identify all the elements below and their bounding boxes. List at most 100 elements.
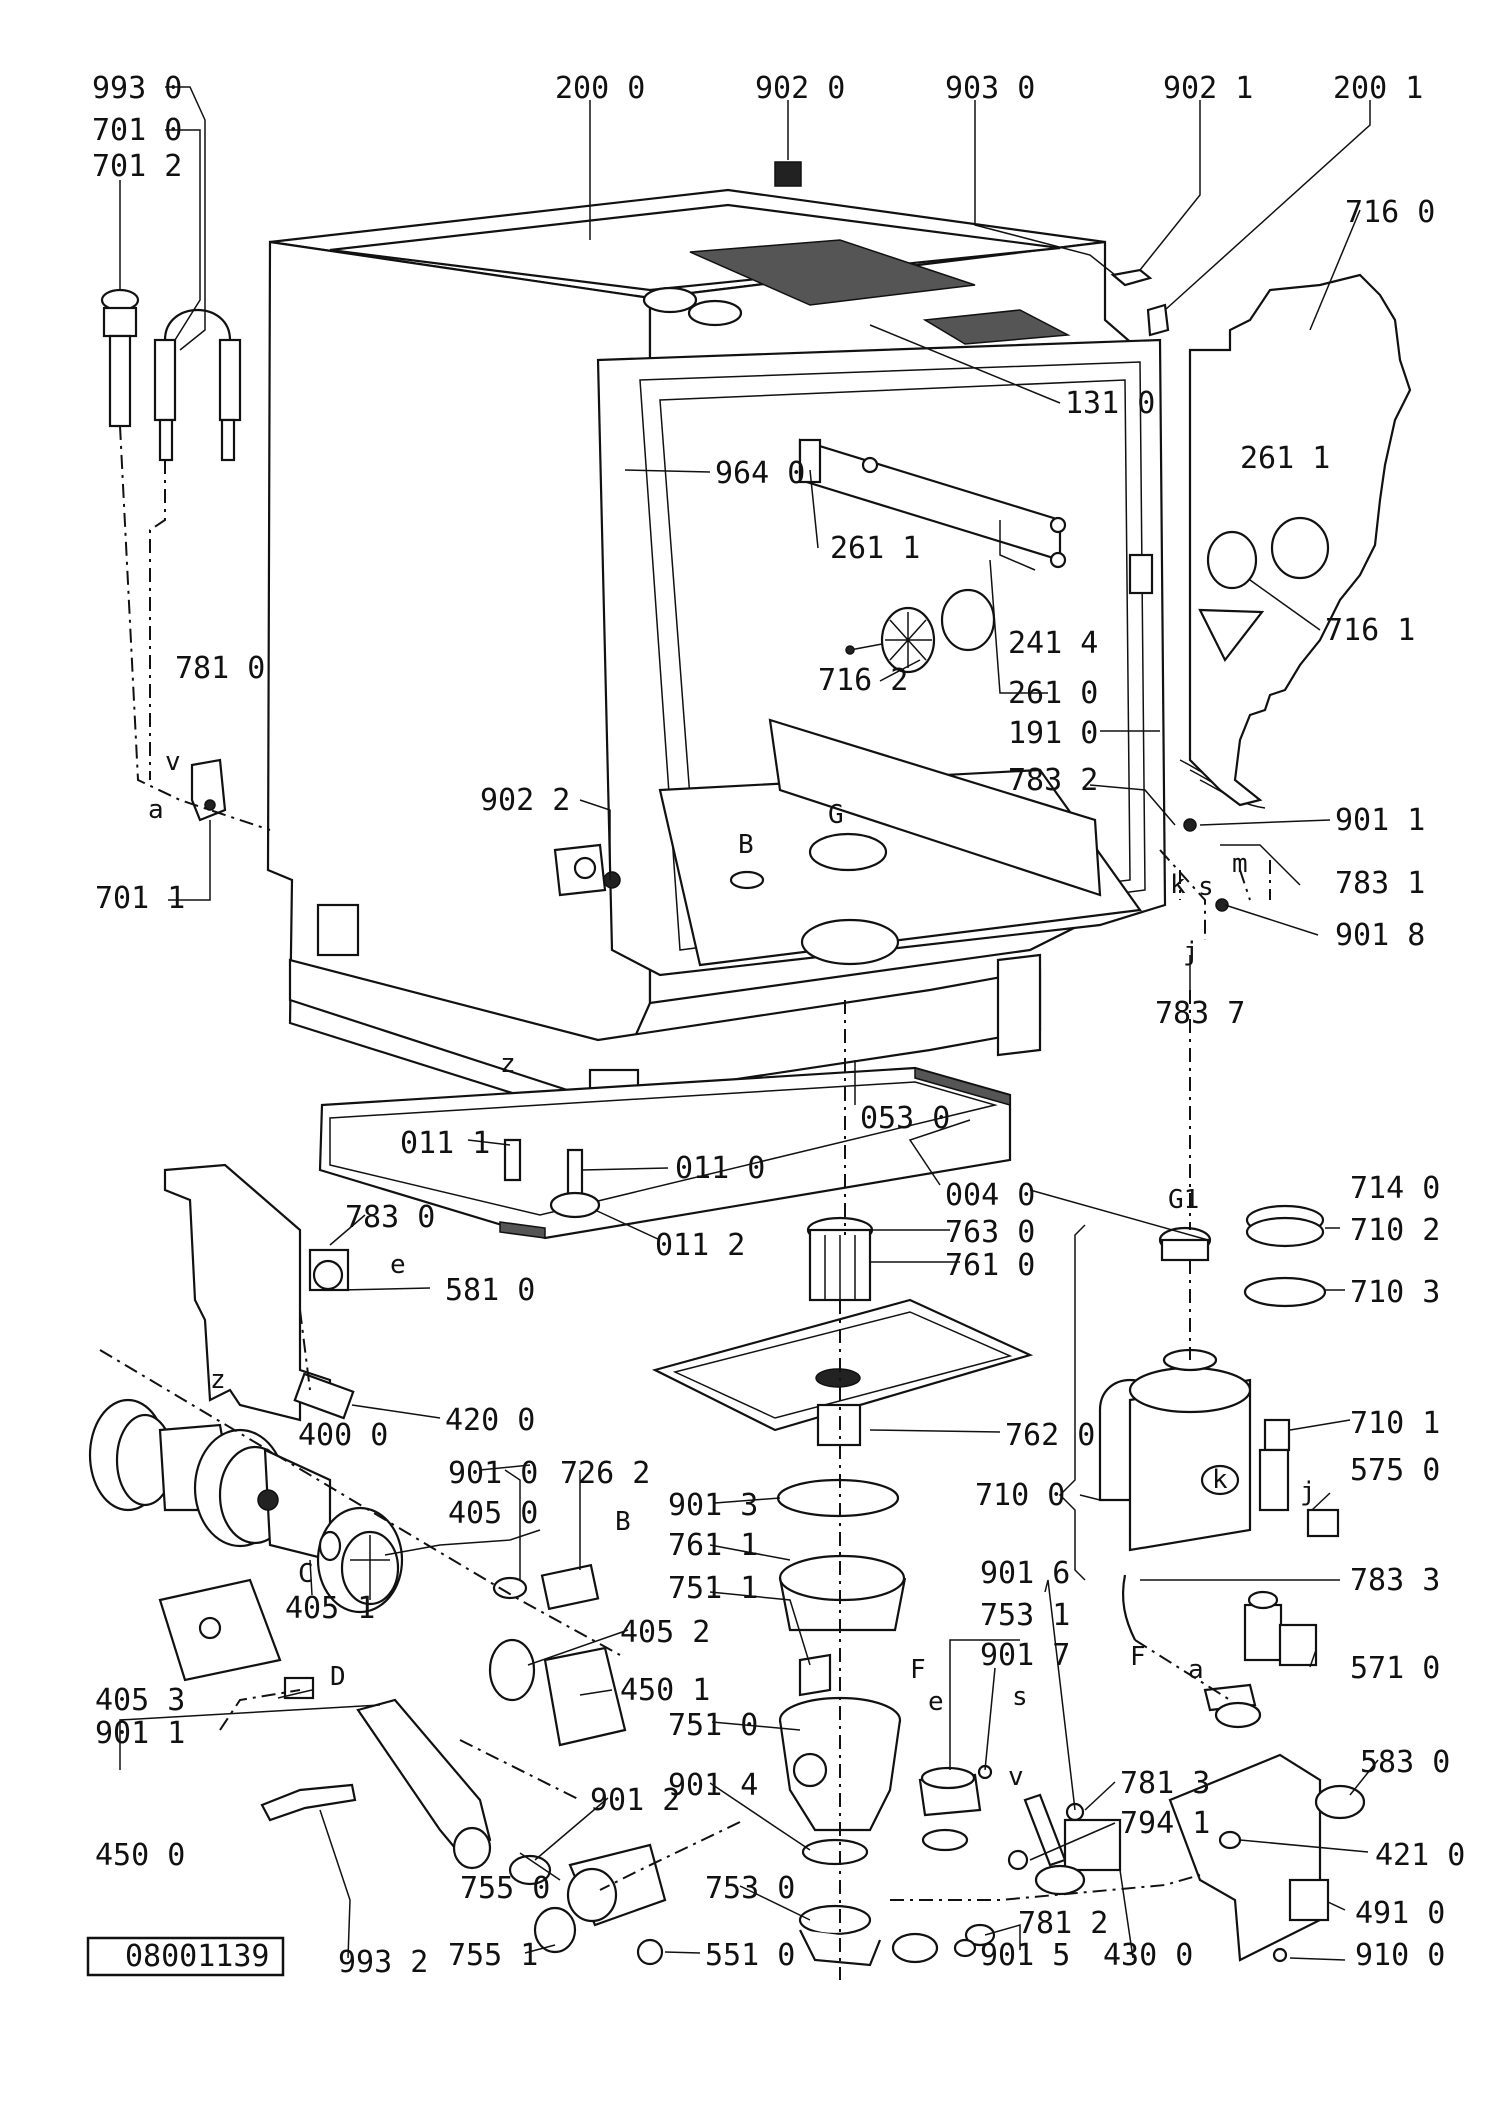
label-901-3: 901 3 bbox=[668, 1488, 758, 1523]
letter-s1: s bbox=[1198, 872, 1214, 902]
label-794-1: 794 1 bbox=[1120, 1806, 1210, 1841]
letter-e1: e bbox=[390, 1250, 406, 1280]
letter-z2: z bbox=[210, 1365, 226, 1395]
label-701-0: 701 0 bbox=[92, 113, 182, 148]
label-261-1a: 261 1 bbox=[1240, 441, 1330, 476]
cap-755-1 bbox=[533, 1906, 577, 1954]
label-261-1b: 261 1 bbox=[830, 531, 920, 566]
letter-v2: v bbox=[1008, 1762, 1024, 1792]
label-964-0: 964 0 bbox=[715, 456, 805, 491]
part-902-0 bbox=[774, 161, 802, 187]
label-726-2: 726 2 bbox=[560, 1456, 650, 1491]
label-901-8: 901 8 bbox=[1335, 918, 1425, 953]
label-011-0: 011 0 bbox=[675, 1151, 765, 1186]
letter-v1: v bbox=[165, 747, 181, 777]
label-421-0: 421 0 bbox=[1375, 1838, 1465, 1873]
label-901-0: 901 0 bbox=[448, 1456, 538, 1491]
label-583-0: 583 0 bbox=[1360, 1745, 1450, 1780]
label-783-1: 783 1 bbox=[1335, 866, 1425, 901]
clip-901-0 bbox=[492, 1576, 528, 1600]
label-993-2: 993 2 bbox=[338, 1945, 428, 1980]
valve-430-0 bbox=[1063, 1818, 1122, 1872]
assembly-axis-lines bbox=[99, 425, 1271, 1980]
gasket-405-2 bbox=[488, 1638, 536, 1702]
label-755-0: 755 0 bbox=[460, 1871, 550, 1906]
valve-571-0 bbox=[1243, 1603, 1283, 1662]
softener-710-0 bbox=[1098, 1204, 1366, 1963]
label-783-2: 783 2 bbox=[1008, 763, 1098, 798]
label-420-0: 420 0 bbox=[445, 1403, 535, 1438]
wrench-993-2 bbox=[260, 1783, 357, 1822]
label-701-2: 701 2 bbox=[92, 149, 182, 184]
filter-mesh-right bbox=[922, 309, 1071, 345]
part-200-1 bbox=[1146, 303, 1170, 337]
label-901-1a: 901 1 bbox=[1335, 803, 1425, 838]
drawing-number-box: 08001139 bbox=[86, 1936, 285, 1977]
letter-F2: F bbox=[1130, 1642, 1146, 1672]
label-400-0: 400 0 bbox=[298, 1418, 388, 1453]
letter-k1: k bbox=[1170, 870, 1186, 900]
side-panel-716-0 bbox=[1188, 273, 1412, 807]
label-783-3: 783 3 bbox=[1350, 1563, 1440, 1598]
drawing-number: 08001139 bbox=[125, 1939, 270, 1974]
label-902-0: 902 0 bbox=[755, 71, 845, 106]
label-011-2: 011 2 bbox=[655, 1228, 745, 1263]
label-714-0: 714 0 bbox=[1350, 1171, 1440, 1206]
label-781-2: 781 2 bbox=[1018, 1906, 1108, 1941]
label-131-0: 131 0 bbox=[1065, 386, 1155, 421]
letter-B1: B bbox=[738, 830, 754, 860]
label-753-0: 753 0 bbox=[705, 1871, 795, 1906]
label-762-0: 762 0 bbox=[1005, 1418, 1095, 1453]
callout-labels: 993 0 701 0 701 2 200 0 902 0 903 0 902 … bbox=[92, 71, 1465, 1980]
ring-901-4 bbox=[801, 1838, 869, 1866]
part-751-1 bbox=[798, 1653, 832, 1697]
label-783-0: 783 0 bbox=[345, 1200, 435, 1235]
label-901-1b: 901 1 bbox=[95, 1716, 185, 1751]
label-783-7: 783 7 bbox=[1155, 996, 1245, 1031]
drain-hose-450-0 bbox=[356, 1698, 492, 1862]
label-011-1: 011 1 bbox=[400, 1126, 490, 1161]
letter-a1: a bbox=[148, 795, 164, 825]
letter-G1: G1 bbox=[1168, 1185, 1199, 1215]
motor-pump-405-0 bbox=[88, 1398, 667, 1966]
letter-s2: s bbox=[1012, 1682, 1028, 1712]
seal-710-3 bbox=[1243, 1276, 1327, 1308]
label-405-1: 405 1 bbox=[285, 1591, 375, 1626]
label-551-0: 551 0 bbox=[705, 1938, 795, 1973]
letter-z1: z bbox=[500, 1049, 516, 1079]
label-261-0: 261 0 bbox=[1008, 676, 1098, 711]
plug-551-0 bbox=[636, 1938, 664, 1966]
label-902-1: 902 1 bbox=[1163, 71, 1253, 106]
part-794-1 bbox=[1007, 1849, 1029, 1871]
label-751-0: 751 0 bbox=[668, 1708, 758, 1743]
label-901-6: 901 6 bbox=[980, 1556, 1070, 1591]
screw-910-0 bbox=[1272, 1947, 1288, 1963]
label-053-0: 053 0 bbox=[860, 1101, 950, 1136]
label-993-0: 993 0 bbox=[92, 71, 182, 106]
base-tray-004-0 bbox=[318, 1066, 1012, 1240]
label-761-1: 761 1 bbox=[668, 1528, 758, 1563]
label-200-1: 200 1 bbox=[1333, 71, 1423, 106]
connection-letters: a v G B k s m j z z e G1 k j B C D F F e… bbox=[148, 747, 1316, 1792]
label-903-0: 903 0 bbox=[945, 71, 1035, 106]
label-405-0: 405 0 bbox=[448, 1496, 538, 1531]
label-571-0: 571 0 bbox=[1350, 1651, 1440, 1686]
part-781-2 bbox=[964, 1923, 996, 1947]
clip-901-5 bbox=[953, 1938, 977, 1958]
label-901-5: 901 5 bbox=[980, 1938, 1070, 1973]
label-405-2: 405 2 bbox=[620, 1615, 710, 1650]
foot-pad-011-2 bbox=[549, 1191, 601, 1219]
filter-450-1 bbox=[543, 1646, 627, 1747]
control-bracket bbox=[163, 1163, 355, 1422]
letter-a2: a bbox=[1188, 1655, 1204, 1685]
label-716-2: 716 2 bbox=[818, 663, 908, 698]
letter-C: C bbox=[298, 1559, 314, 1589]
label-710-3: 710 3 bbox=[1350, 1275, 1440, 1310]
label-716-1: 716 1 bbox=[1325, 613, 1415, 648]
label-716-0: 716 0 bbox=[1345, 195, 1435, 230]
label-751-1: 751 1 bbox=[668, 1571, 758, 1606]
tray-761-0 bbox=[651, 1298, 1034, 1432]
label-910-0: 910 0 bbox=[1355, 1938, 1445, 1973]
label-753-1: 753 1 bbox=[980, 1598, 1070, 1633]
ring-761-1 bbox=[778, 1554, 906, 1602]
